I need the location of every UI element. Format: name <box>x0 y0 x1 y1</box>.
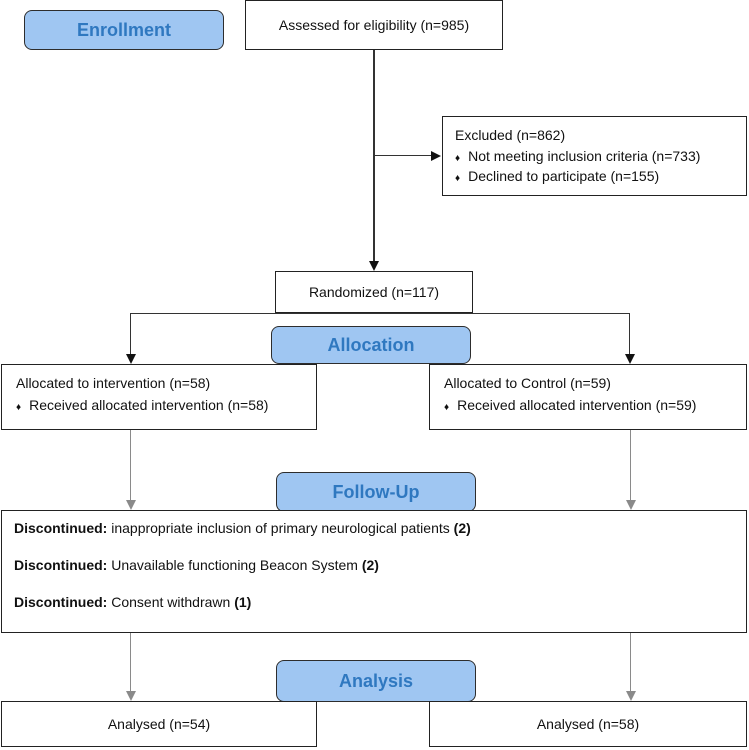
bullet-icon: ♦ <box>444 402 450 413</box>
connector-line <box>130 430 132 502</box>
assessed-box: Assessed for eligibility (n=985) <box>245 0 503 50</box>
arrow-down-icon <box>126 354 136 364</box>
control-item: ♦ Received allocated intervention (n=59) <box>444 397 697 413</box>
assessed-text: Assessed for eligibility (n=985) <box>278 17 470 33</box>
bullet-icon: ♦ <box>16 402 22 413</box>
stage-analysis: Analysis <box>276 660 476 702</box>
analysed-right-text: Analysed (n=58) <box>536 716 640 732</box>
discontinued-line: Discontinued: Unavailable functioning Be… <box>14 557 379 573</box>
arrow-down-icon <box>626 691 636 701</box>
randomized-box: Randomized (n=117) <box>275 271 473 313</box>
arrow-down-icon <box>625 354 635 364</box>
analysed-right-box: Analysed (n=58) <box>429 701 747 747</box>
randomized-text: Randomized (n=117) <box>308 284 440 300</box>
arrow-down-icon <box>626 500 636 510</box>
analysed-left-box: Analysed (n=54) <box>1 701 317 747</box>
connector-line <box>130 313 630 315</box>
intervention-box: Allocated to intervention (n=58) ♦ Recei… <box>1 364 317 430</box>
excluded-item: ♦ Not meeting inclusion criteria (n=733) <box>455 148 701 164</box>
connector-line <box>374 155 432 157</box>
bullet-icon: ♦ <box>455 153 461 164</box>
excluded-title: Excluded (n=862) <box>455 127 566 143</box>
connector-line <box>630 633 632 693</box>
excluded-box: Excluded (n=862) ♦ Not meeting inclusion… <box>442 116 747 196</box>
discontinued-box: Discontinued: inappropriate inclusion of… <box>1 510 747 633</box>
connector-line <box>373 50 375 262</box>
stage-followup: Follow-Up <box>276 472 476 512</box>
analysed-left-text: Analysed (n=54) <box>107 716 211 732</box>
arrow-down-icon <box>126 691 136 701</box>
stage-allocation: Allocation <box>271 326 471 364</box>
connector-line <box>130 313 132 355</box>
arrow-down-icon <box>369 261 379 271</box>
arrow-down-icon <box>126 500 136 510</box>
connector-line <box>630 430 632 502</box>
discontinued-line: Discontinued: inappropriate inclusion of… <box>14 520 471 536</box>
bullet-icon: ♦ <box>455 173 461 184</box>
intervention-title: Allocated to intervention (n=58) <box>16 375 211 391</box>
connector-line <box>629 313 631 355</box>
stage-enrollment: Enrollment <box>24 10 224 50</box>
connector-line <box>130 633 132 693</box>
control-box: Allocated to Control (n=59) ♦ Received a… <box>429 364 747 430</box>
control-title: Allocated to Control (n=59) <box>444 375 611 391</box>
excluded-item: ♦ Declined to participate (n=155) <box>455 168 660 184</box>
arrow-right-icon <box>431 151 441 161</box>
intervention-item: ♦ Received allocated intervention (n=58) <box>16 397 269 413</box>
discontinued-line: Discontinued: Consent withdrawn (1) <box>14 594 252 610</box>
